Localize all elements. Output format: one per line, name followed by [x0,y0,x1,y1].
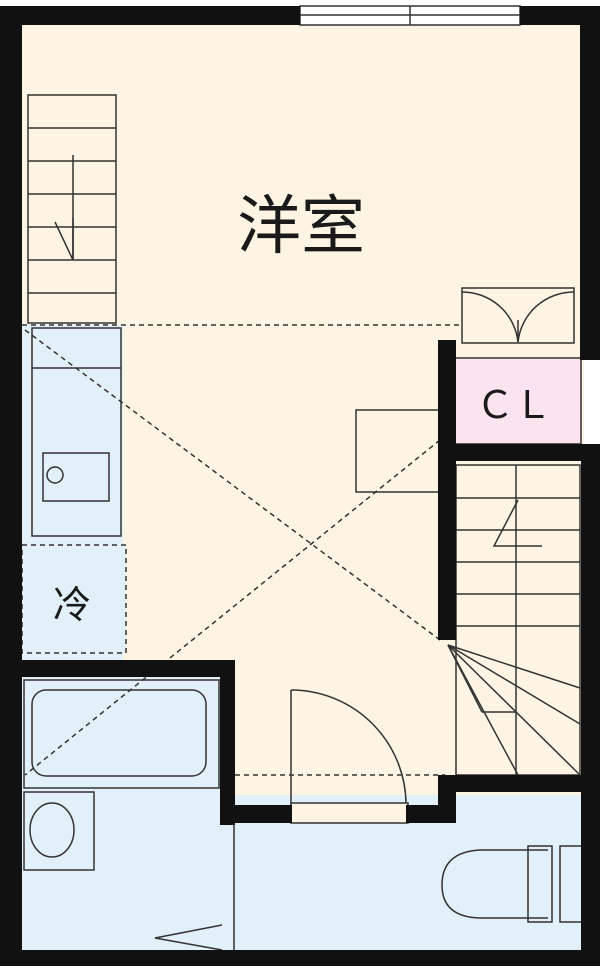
wash-basin [23,791,95,871]
washroom-entry-arrow [154,924,223,951]
sink [42,452,110,502]
western-room-label: 洋室 [237,190,365,264]
stove-burner-icon [46,466,64,484]
loft-outline [22,324,460,776]
door-threshold [290,802,409,824]
closet-doors [461,287,575,344]
walls [0,6,600,966]
fridge-label: 冷 [53,583,91,627]
window [299,5,521,26]
kitchen-counter [31,327,122,537]
closet-label: ＣＬ [476,383,552,427]
upper-staircase [27,94,117,324]
bathtub [23,679,220,789]
fridge-space: 冷 [21,544,127,654]
